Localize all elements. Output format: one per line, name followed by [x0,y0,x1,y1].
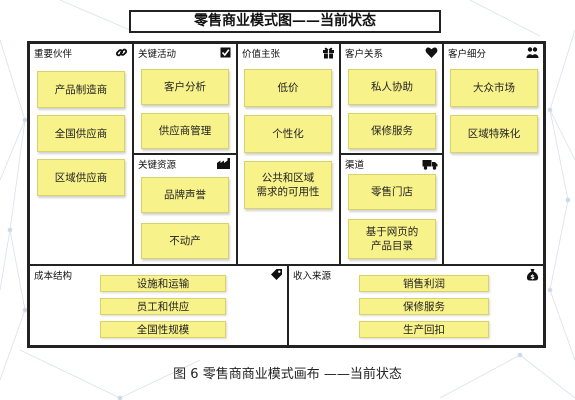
note-production-rebate: 生产回扣 [359,321,489,338]
note-product-manufacturer: 产品制造商 [37,71,125,108]
svg-text:$: $ [530,273,535,281]
key-resources-header: 关键资源 [138,160,177,171]
cost-structure-header: 成本结构 [34,271,73,282]
note-web-catalog: 基于网页的 产品目录 [348,219,436,259]
customer-segments-header: 客户细分 [448,49,487,60]
block-customer-relationships: 客户关系 私人协助 保修服务 [340,43,443,154]
note-mass-market: 大众市场 [450,69,538,107]
channels-header: 渠道 [345,160,365,171]
note-low-price: 低价 [244,69,332,107]
revenue-streams-header: 收入来源 [293,271,332,282]
checkbox-icon [219,46,232,59]
key-partners-header: 重要伙伴 [34,49,73,60]
note-staff-supply: 员工和供应 [100,298,226,315]
note-availability: 公共和区域 需求的可用性 [244,161,332,209]
note-national-scale: 全国性规模 [100,321,226,338]
note-personalization: 个性化 [244,115,332,153]
block-key-resources: 关键资源 品牌声誉 不动产 [133,154,237,265]
customer-relationships-header: 客户关系 [345,49,384,60]
value-propositions-header: 价值主张 [242,49,281,60]
block-key-activities: 关键活动 客户分析 供应商管理 [133,43,237,154]
gift-icon [322,46,335,59]
figure-caption: 图 6 零售商商业模式画布 ——当前状态 [173,367,402,382]
note-retail-store: 零售门店 [348,174,436,210]
block-key-partners: 重要伙伴 产品制造商 全国供应商 区域供应商 [29,43,133,265]
note-warranty-revenue: 保修服务 [359,298,489,315]
block-channels: 渠道 零售门店 基于网页的 产品目录 [340,154,443,265]
block-value-propositions: 价值主张 低价 个性化 公共和区域 需求的可用性 [237,43,340,265]
business-model-canvas: 重要伙伴 产品制造商 全国供应商 区域供应商 关键活动 客户分析 供应商管理 关… [27,41,546,348]
note-customer-analysis: 客户分析 [141,69,229,105]
note-real-estate: 不动产 [141,223,229,259]
key-activities-header: 关键活动 [138,49,177,60]
tag-icon [270,268,283,281]
block-customer-segments: 客户细分 大众市场 区域特殊化 [443,43,544,265]
note-warranty-service: 保修服务 [348,113,436,149]
note-facilities-transport: 设施和运输 [100,275,226,292]
truck-icon [422,157,438,170]
note-regional-specialization: 区域特殊化 [450,115,538,153]
note-sales-profit: 销售利润 [359,275,489,292]
note-personal-assistance: 私人协助 [348,69,436,105]
block-cost-structure: 成本结构 设施和运输 员工和供应 全国性规模 [29,265,288,346]
canvas-title: 零售商业模式图——当前状态 [129,10,441,33]
link-icon [115,46,128,59]
people-icon [526,46,539,59]
factory-icon [216,157,232,170]
note-national-supplier: 全国供应商 [37,115,125,152]
note-brand-reputation: 品牌声誉 [141,177,229,213]
heart-icon [425,46,438,59]
note-supplier-management: 供应商管理 [141,113,229,149]
note-regional-supplier: 区域供应商 [37,159,125,196]
block-revenue-streams: 收入来源 $ 销售利润 保修服务 生产回扣 [288,265,544,346]
money-bag-icon: $ [526,268,539,281]
